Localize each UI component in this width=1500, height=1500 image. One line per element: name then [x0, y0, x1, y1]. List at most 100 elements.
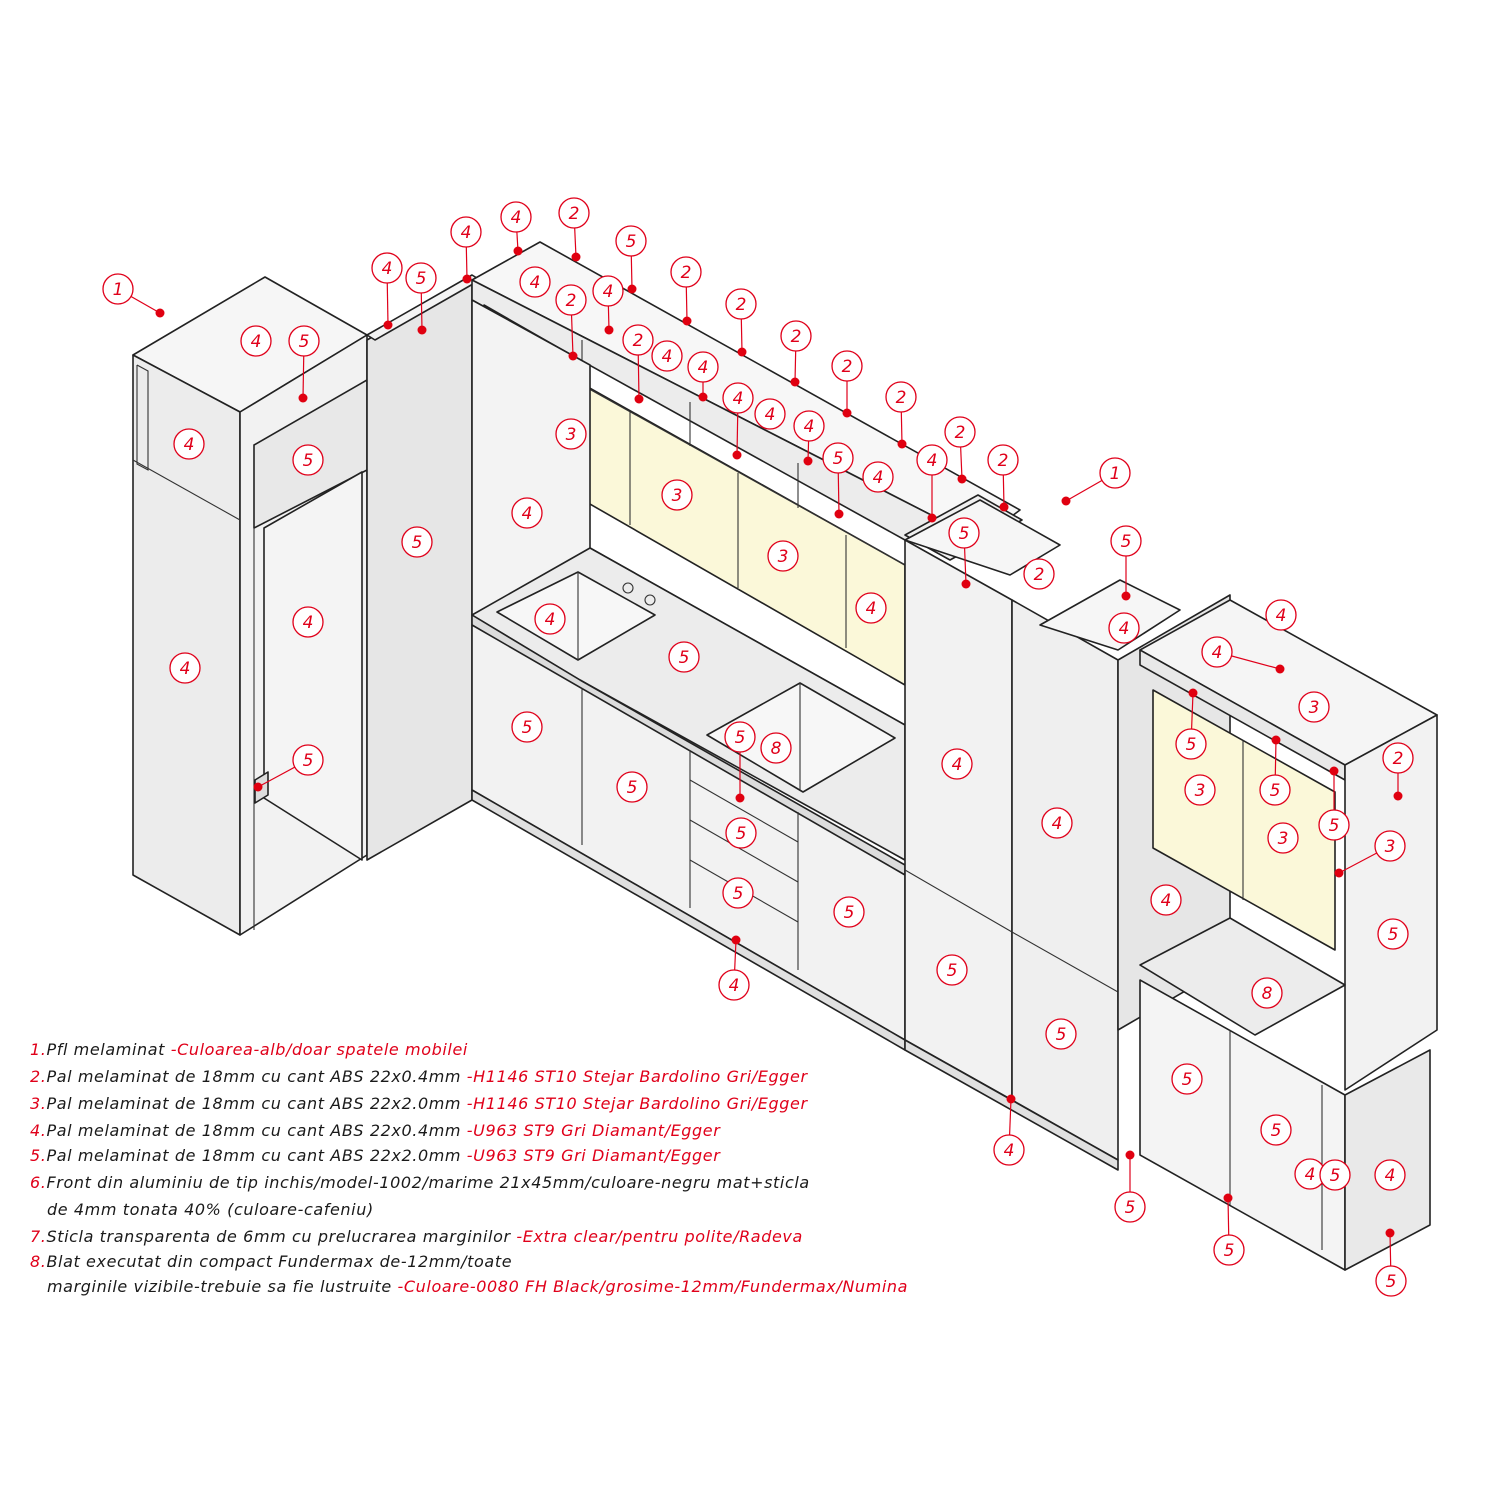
callout-circle	[767, 540, 799, 572]
callout-number: 4	[1052, 814, 1063, 834]
callout-number: 3	[778, 547, 789, 567]
callout-circle	[941, 748, 973, 780]
callout-circle	[616, 771, 648, 803]
legend-material: Pal melaminat de 18mm cu cant ABS 22x2.0…	[46, 1146, 467, 1165]
callout-3: 3	[1334, 830, 1406, 878]
callout-number: 4	[184, 435, 195, 455]
callout-4: 4	[500, 201, 532, 256]
callout-circle	[1374, 830, 1406, 862]
callout-number: 4	[382, 259, 393, 279]
callout-5: 5	[1259, 735, 1291, 806]
callout-5: 5	[1045, 1018, 1077, 1050]
callout-dot	[790, 377, 800, 387]
callout-circle	[1377, 918, 1409, 950]
callout-4: 4	[1041, 807, 1073, 839]
callout-5: 5	[1213, 1193, 1245, 1266]
callout-circle	[534, 603, 566, 635]
callout-4: 4	[519, 266, 551, 298]
callout-number: 4	[1004, 1141, 1015, 1161]
callout-number: 5	[522, 718, 533, 738]
callout-circle	[292, 606, 324, 638]
callout-circle	[722, 877, 754, 909]
callout-number: 8	[1262, 984, 1273, 1004]
callout-dot	[571, 252, 581, 262]
callout-number: 4	[927, 451, 938, 471]
callout-dot	[1393, 791, 1403, 801]
callout-number: 4	[952, 755, 963, 775]
callout-4: 4	[754, 398, 786, 430]
callout-circle	[725, 817, 757, 849]
callout-5: 5	[822, 442, 854, 519]
callout-circle	[173, 428, 205, 460]
legend-number: 7.	[30, 1227, 47, 1246]
callout-number: 5	[959, 524, 970, 544]
callout-number: 4	[1276, 606, 1287, 626]
callout-4: 4	[292, 606, 324, 638]
callout-number: 5	[679, 648, 690, 668]
callout-4: 4	[534, 603, 566, 635]
callout-number: 2	[791, 327, 802, 347]
callout-number: 5	[1388, 925, 1399, 945]
callout-number: 4	[1305, 1165, 1316, 1185]
callout-circle	[661, 479, 693, 511]
callout-dot	[253, 782, 263, 792]
callout-circle	[833, 896, 865, 928]
legend-finish: -U963 ST9 Gri Diamant/Egger	[466, 1146, 721, 1165]
legend-number: 6.	[30, 1173, 47, 1192]
callout-circle	[1201, 636, 1233, 668]
callout-circle	[1114, 1191, 1146, 1223]
callout-2: 2	[831, 350, 863, 418]
callout-number: 3	[1385, 837, 1396, 857]
callout-5: 5	[401, 526, 433, 558]
callout-circle	[862, 461, 894, 493]
callout-2: 2	[1023, 558, 1055, 590]
callout-circle	[724, 721, 756, 753]
callout-dot	[627, 284, 637, 294]
callout-5: 5	[511, 711, 543, 743]
callout-3: 3	[767, 540, 799, 572]
callout-number: 2	[633, 331, 644, 351]
callout-number: 5	[416, 269, 427, 289]
callout-number: 3	[1278, 829, 1289, 849]
callout-number: 5	[303, 451, 314, 471]
callout-number: 3	[672, 486, 683, 506]
legend-material: Pal melaminat de 18mm cu cant ABS 22x0.4…	[46, 1067, 467, 1086]
callout-number: 2	[681, 263, 692, 283]
callout-number: 5	[844, 903, 855, 923]
callout-number: 2	[955, 423, 966, 443]
callout-circle	[1259, 774, 1291, 806]
callout-circle	[288, 325, 320, 357]
callout-dot	[513, 246, 523, 256]
callout-number: 2	[1393, 749, 1404, 769]
callout-dot	[897, 439, 907, 449]
callout-circle	[169, 652, 201, 684]
callout-circle	[555, 284, 587, 316]
callout-dot	[634, 394, 644, 404]
callout-circle	[725, 288, 757, 320]
callout-2: 2	[622, 324, 654, 404]
legend-finish: -H1146 ST10 Stejar Bardolino Gri/Egger	[466, 1094, 808, 1113]
callout-circle	[944, 416, 976, 448]
callout-3: 3	[555, 418, 587, 450]
callout-circle	[511, 711, 543, 743]
callout-5: 5	[936, 954, 968, 986]
callout-4: 4	[718, 935, 750, 1001]
callout-2: 2	[987, 444, 1019, 512]
callout-dot	[1125, 1150, 1135, 1160]
callout-number: 4	[530, 273, 541, 293]
callout-3: 3	[661, 479, 693, 511]
callout-5: 5	[668, 641, 700, 673]
callout-number: 5	[1224, 1241, 1235, 1261]
callout-dot	[1271, 735, 1281, 745]
callout-dot	[298, 393, 308, 403]
legend-line: 1.Pfl melaminat -Culoarea-alb/doar spate…	[30, 1040, 468, 1059]
callout-circle	[936, 954, 968, 986]
callout-number: 4	[804, 417, 815, 437]
callout-circle	[1175, 728, 1207, 760]
callout-number: 5	[735, 728, 746, 748]
callout-number: 4	[1385, 1166, 1396, 1186]
tall-right-columns	[904, 499, 1181, 1171]
callout-3: 3	[1298, 691, 1330, 723]
callout-circle	[1375, 1265, 1407, 1297]
callout-number: 4	[303, 613, 314, 633]
